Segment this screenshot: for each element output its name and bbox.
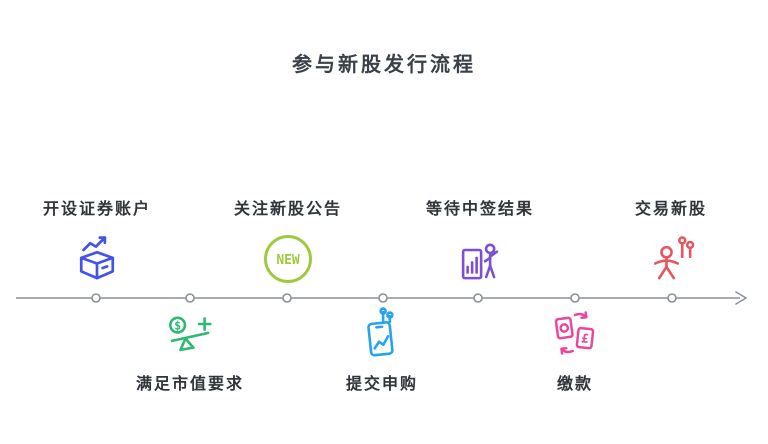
step-wait-lottery-result: 等待中签结果 (390, 200, 570, 291)
timeline-nodes (91, 293, 677, 303)
step-label: 交易新股 (634, 201, 707, 218)
trade-new-stock-icon (644, 232, 698, 286)
step-label: 等待中签结果 (425, 201, 534, 218)
step-submit-subscription: 提交申购 (292, 306, 472, 395)
securities-account-box-icon (70, 232, 124, 286)
page-title: 参与新股发行流程 (292, 54, 476, 76)
step-label: 关注新股公告 (233, 201, 342, 218)
pound-symbol: £ (580, 331, 589, 346)
market-value-scale-icon: $ (163, 306, 217, 360)
step-payment: £ 缴款 (485, 306, 665, 395)
step-market-value-requirement: $ 满足市值要求 (100, 306, 280, 395)
lottery-result-icon (453, 232, 507, 286)
coin-dollar-symbol: $ (174, 320, 181, 333)
new-badge-icon: NEW (261, 232, 315, 286)
step-open-account: 开设证券账户 (7, 200, 187, 291)
step-label: 提交申购 (345, 376, 418, 393)
step-label: 满足市值要求 (135, 376, 244, 393)
payment-currency-icon: £ (548, 306, 602, 360)
submit-subscription-phone-icon (355, 306, 409, 360)
step-follow-announcement: 关注新股公告 NEW (198, 200, 378, 291)
step-label: 开设证券账户 (42, 201, 151, 218)
step-label: 缴款 (556, 376, 593, 393)
new-badge-text: NEW (276, 253, 300, 268)
step-trade-new-stock: 交易新股 (581, 200, 761, 291)
